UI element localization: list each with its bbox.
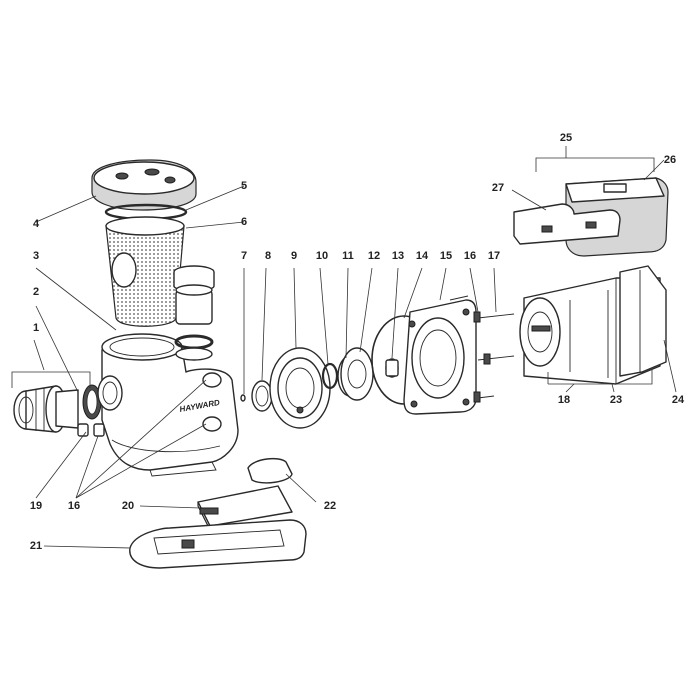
union-o-ring bbox=[82, 384, 102, 420]
strainer-cover bbox=[91, 159, 197, 211]
callout-6: 6 bbox=[240, 216, 248, 228]
pump-housing: HAYWARD bbox=[97, 333, 239, 477]
callout-17: 17 bbox=[487, 250, 501, 262]
shaft-seal bbox=[385, 358, 399, 378]
callout-19: 19 bbox=[29, 500, 43, 512]
riser-spacer bbox=[247, 457, 293, 484]
base-plate bbox=[129, 519, 307, 569]
callout-leaders bbox=[11, 146, 677, 549]
callout-16-lower: 16 bbox=[67, 500, 81, 512]
callout-22: 22 bbox=[323, 500, 337, 512]
diffuser bbox=[269, 347, 331, 429]
callout-8: 8 bbox=[264, 250, 272, 262]
callout-25: 25 bbox=[559, 132, 573, 144]
callout-16: 16 bbox=[463, 250, 477, 262]
callout-3: 3 bbox=[32, 250, 40, 262]
callout-23: 23 bbox=[609, 394, 623, 406]
housing-ring bbox=[240, 380, 273, 412]
callout-21: 21 bbox=[29, 540, 43, 552]
motor-end-cap bbox=[619, 265, 667, 377]
impeller-ring bbox=[321, 362, 339, 390]
callout-12: 12 bbox=[367, 250, 381, 262]
seal-plate bbox=[403, 299, 477, 415]
callout-20: 20 bbox=[121, 500, 135, 512]
callout-14: 14 bbox=[415, 250, 429, 262]
callout-9: 9 bbox=[290, 250, 298, 262]
callout-26: 26 bbox=[663, 154, 677, 166]
strainer-basket bbox=[105, 216, 185, 327]
drain-plugs bbox=[77, 423, 105, 437]
callout-13: 13 bbox=[391, 250, 405, 262]
callout-5: 5 bbox=[240, 180, 248, 192]
callout-15: 15 bbox=[439, 250, 453, 262]
callout-7: 7 bbox=[240, 250, 248, 262]
union-connector bbox=[13, 385, 79, 433]
callout-1: 1 bbox=[32, 322, 40, 334]
base-riser bbox=[197, 485, 293, 531]
callout-27: 27 bbox=[491, 182, 505, 194]
callout-4: 4 bbox=[32, 218, 40, 230]
housing-bolts bbox=[449, 295, 515, 403]
callout-24: 24 bbox=[671, 394, 685, 406]
callout-2: 2 bbox=[32, 286, 40, 298]
callout-11: 11 bbox=[342, 250, 354, 262]
adapter-fittings bbox=[173, 265, 215, 361]
callout-10: 10 bbox=[315, 250, 329, 262]
callout-18: 18 bbox=[557, 394, 571, 406]
drive-base bbox=[513, 203, 621, 245]
